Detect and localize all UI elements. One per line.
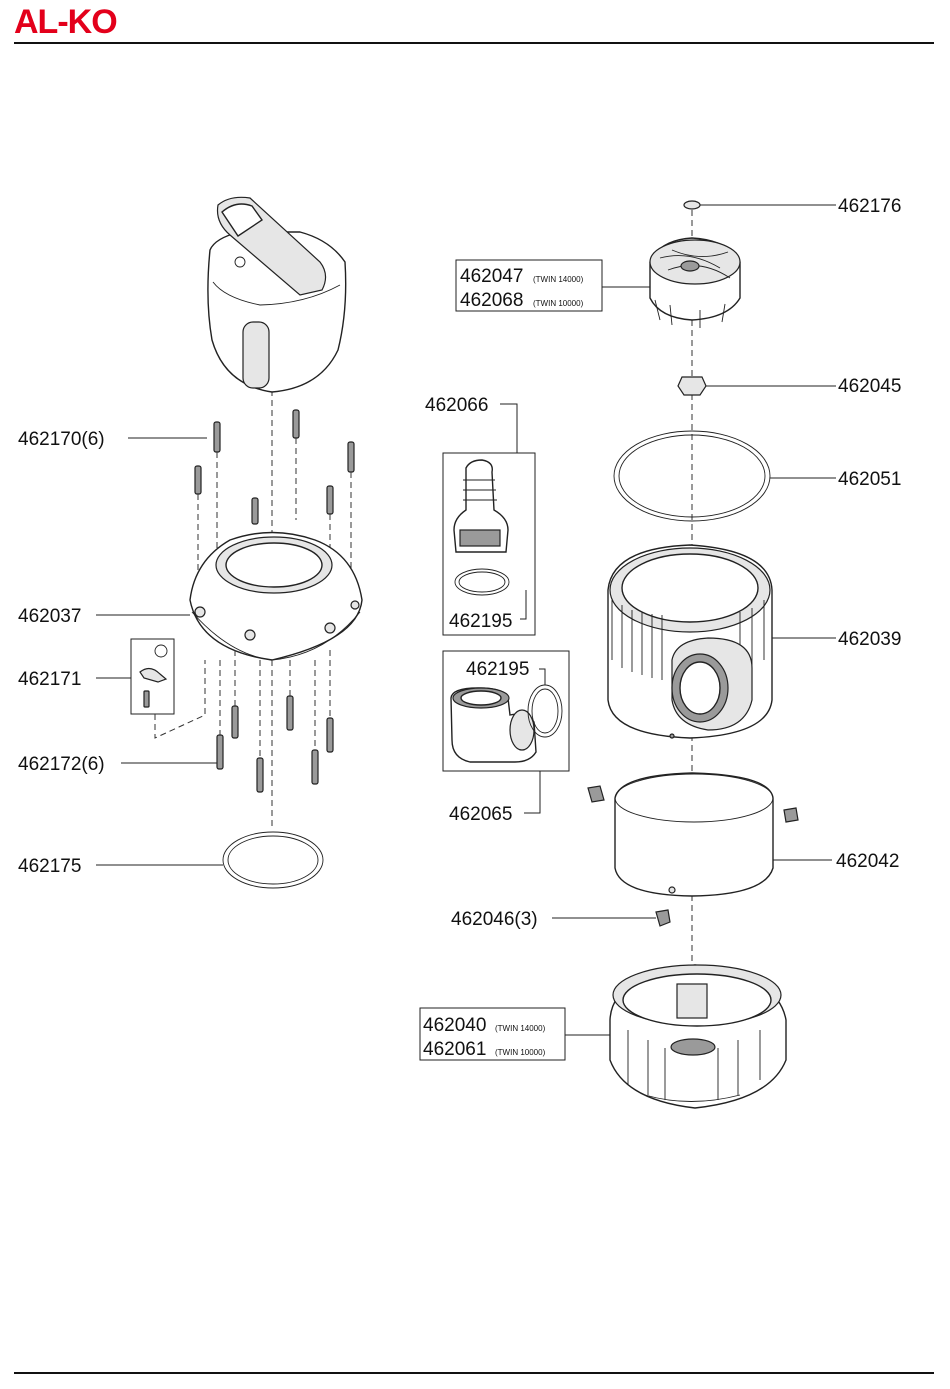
label-462066: 462066 (425, 395, 488, 416)
label-462195-b: 462195 (466, 659, 529, 680)
label-462045: 462045 (838, 376, 901, 397)
label-462175: 462175 (18, 856, 81, 877)
pump-base (610, 965, 786, 1108)
label-462040-note: (TWIN 14000) (495, 1024, 546, 1033)
label-462176: 462176 (838, 196, 901, 217)
label-462037: 462037 (18, 606, 81, 627)
label-462172: 462172(6) (18, 754, 105, 775)
lower-screws (217, 650, 333, 792)
cable-gland-box (131, 639, 205, 738)
label-462039: 462039 (838, 629, 901, 650)
o-ring-462175 (223, 832, 323, 888)
pump-housing (608, 545, 772, 738)
nut-462045 (678, 377, 706, 395)
label-462061-note: (TWIN 10000) (495, 1048, 546, 1057)
footer-rule (14, 1372, 934, 1374)
label-462051: 462051 (838, 469, 901, 490)
label-462046: 462046(3) (451, 909, 538, 930)
label-462068-note: (TWIN 10000) (533, 299, 584, 308)
label-462195-a: 462195 (449, 611, 512, 632)
label-462040: 462040 (423, 1015, 486, 1036)
straight-fitting-box (443, 453, 535, 635)
top-cover-with-handle (208, 197, 346, 392)
impeller (650, 238, 740, 328)
right-assembly (420, 201, 836, 1108)
label-462042: 462042 (836, 851, 899, 872)
label-462065: 462065 (449, 804, 512, 825)
motor-housing-ring (190, 533, 362, 661)
label-462170: 462170(6) (18, 429, 105, 450)
label-462047: 462047 (460, 266, 523, 287)
label-462047-note: (TWIN 14000) (533, 275, 584, 284)
screw-462046 (656, 910, 670, 926)
label-462068: 462068 (460, 290, 523, 311)
washer-462176 (684, 201, 700, 209)
left-assembly (96, 197, 362, 888)
label-462061: 462061 (423, 1039, 486, 1060)
strainer-ring (588, 773, 798, 896)
label-462171: 462171 (18, 669, 81, 690)
